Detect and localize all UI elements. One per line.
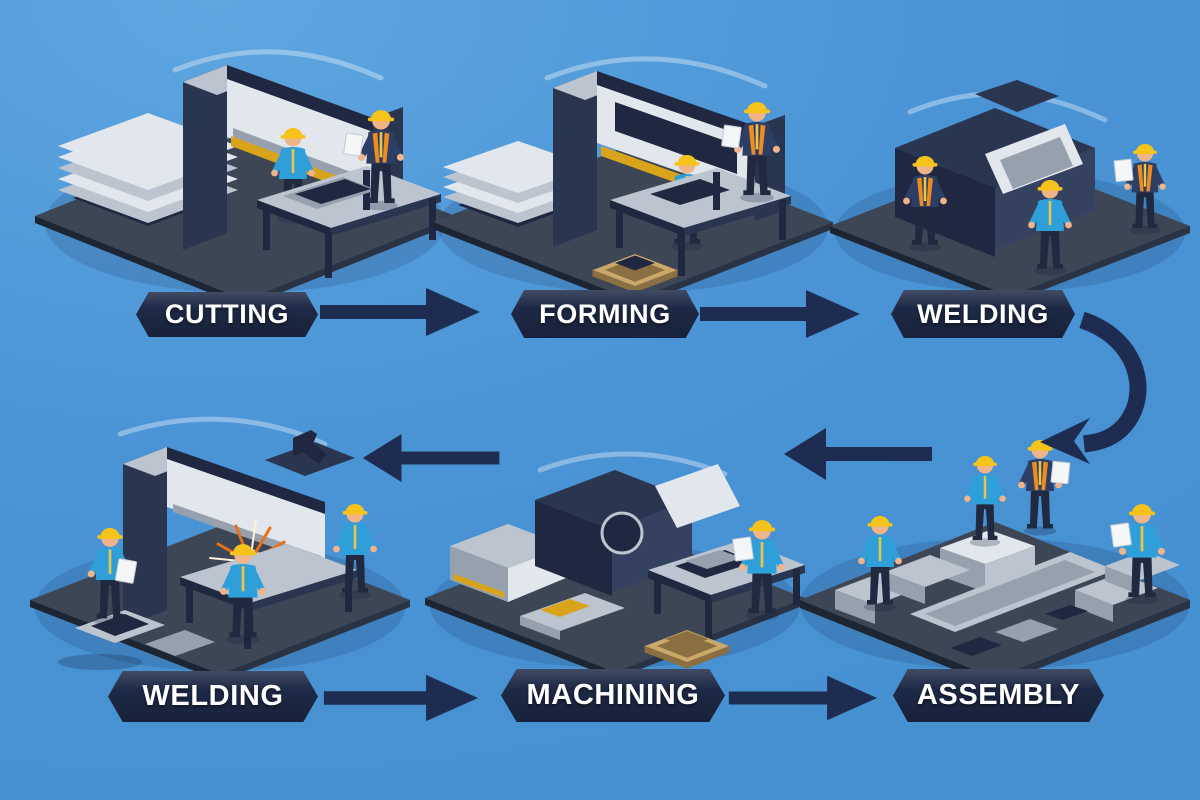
stage-banner-machining: MACHINING	[501, 669, 725, 722]
cutting-scene-illustration	[35, 49, 455, 307]
assembly-scene-illustration	[800, 440, 1190, 686]
finished-part-on-floor	[75, 610, 215, 656]
stage-label-machining: MACHINING	[526, 679, 700, 711]
stage-banner-assembly: ASSEMBLY	[893, 669, 1104, 722]
stage-banner-forming: FORMING	[511, 290, 699, 338]
clipboard-paper	[721, 124, 742, 149]
stage-label-forming: FORMING	[539, 298, 671, 329]
arrow-right-welding2-to-machining	[323, 674, 479, 722]
stage-label-welding-top: WELDING	[917, 298, 1049, 329]
arrow-curved-welding-to-assembly	[1040, 311, 1147, 464]
welding-robot-arm	[293, 430, 327, 464]
stage-label-assembly: ASSEMBLY	[916, 679, 1081, 711]
welding-top-scene-illustration	[830, 80, 1190, 303]
assembly-components	[835, 530, 1180, 656]
arrow-right-cutting-to-forming	[320, 288, 480, 336]
pallet-with-parts	[592, 254, 678, 293]
stage-banner-welding-bottom: WELDING	[108, 671, 318, 722]
arrow-right-machining-to-assembly	[728, 675, 878, 721]
forming-worktable	[610, 168, 791, 276]
machining-bench	[520, 593, 625, 640]
stage-banner-cutting: CUTTING	[136, 292, 318, 337]
forming-scene-illustration	[433, 56, 833, 307]
arrow-right-forming-to-welding	[700, 290, 860, 338]
stage-label-cutting: CUTTING	[164, 299, 290, 329]
clipboard-paper	[1113, 158, 1134, 183]
stage-banner-welding-top: WELDING	[891, 290, 1075, 338]
machining-scene-illustration	[425, 451, 805, 679]
cutting-worktable	[257, 166, 441, 278]
blueprint-paper	[114, 558, 138, 584]
pallet-with-parts	[644, 630, 730, 669]
arrow-left-machining-to-welding	[362, 434, 500, 482]
clipboard-paper	[1050, 460, 1071, 485]
welding-bottom-scene-illustration	[30, 416, 410, 681]
clipboard-paper	[343, 132, 364, 157]
arrow-left-assembly-to-machining	[784, 428, 932, 480]
checklist-paper	[1110, 522, 1132, 548]
welding-machine	[895, 80, 1108, 257]
stage-label-welding-bottom: WELDING	[142, 680, 284, 712]
work-order-paper	[732, 536, 754, 562]
